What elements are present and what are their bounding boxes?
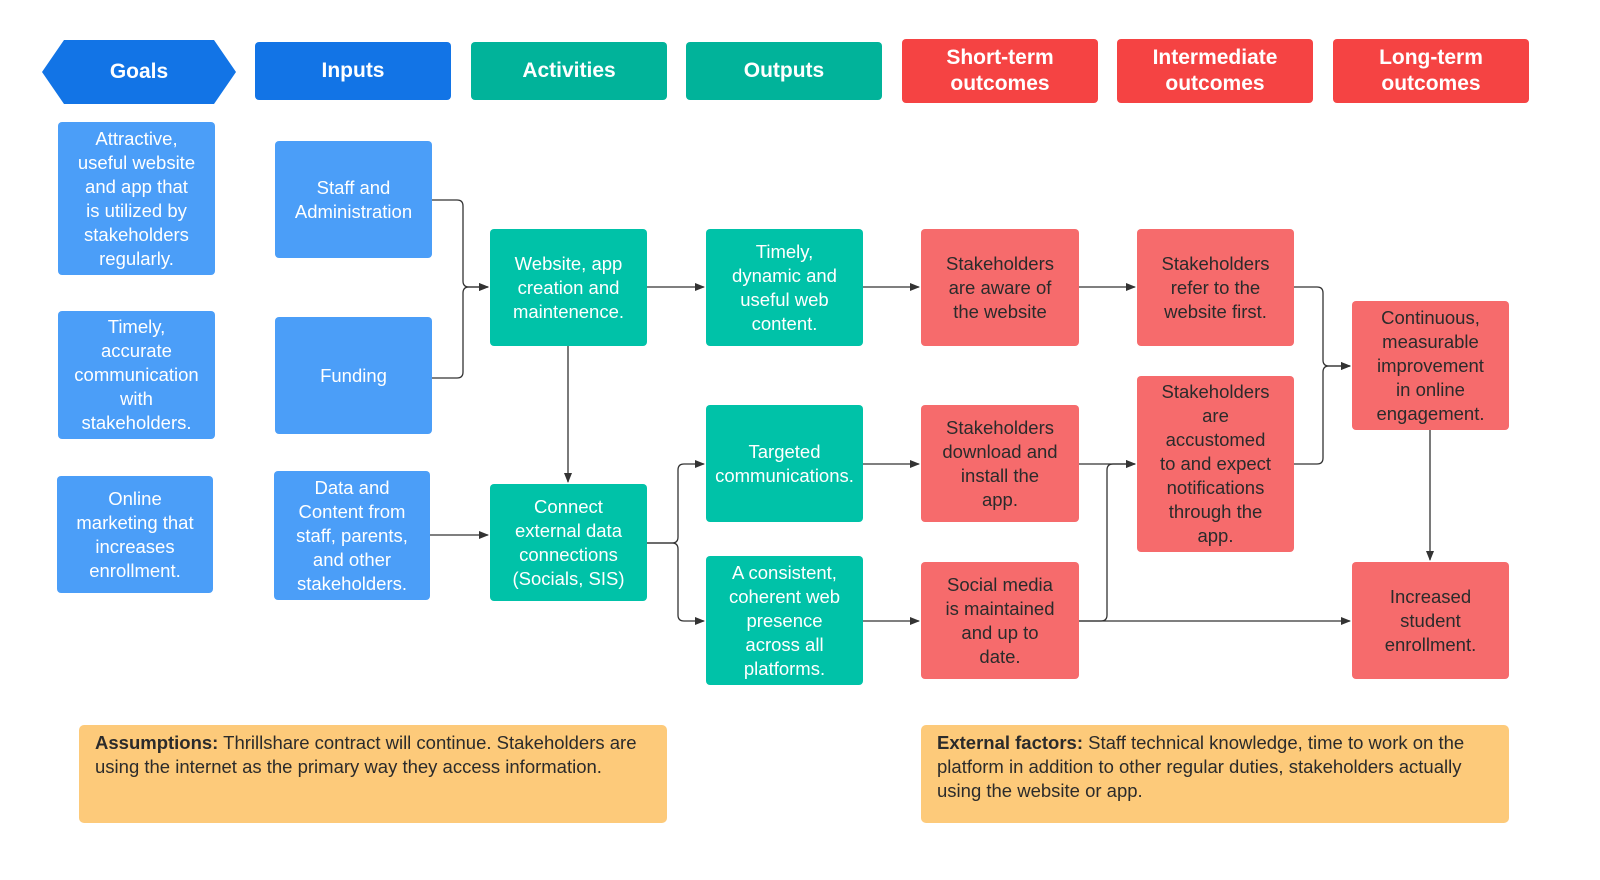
input-data: Data and Content from staff, parents, an… — [274, 471, 430, 600]
long-engagement-text: Continuous, measurable improvement in on… — [1376, 306, 1485, 424]
output-consistent-text: A consistent, coherent web presence acro… — [728, 561, 841, 679]
output-targeted: Targeted communications. — [706, 405, 863, 522]
edge-social-to-accustomed — [1079, 460, 1136, 622]
long-enrollment-text: Increased student enrollment. — [1384, 585, 1477, 655]
header-long-term: Long-term outcomes — [1333, 39, 1529, 103]
activity-website-text: Website, app creation and maintenence. — [512, 252, 625, 322]
header-activities: Activities — [471, 42, 667, 100]
goal-marketing-text: Online marketing that increases enrollme… — [76, 487, 194, 581]
goal-website-app: Attractive, useful website and app that … — [58, 122, 215, 275]
header-short-term: Short-term outcomes — [902, 39, 1098, 103]
header-goals: Goals — [42, 40, 236, 104]
intermediate-refer-text: Stakeholders refer to the website first. — [1161, 252, 1270, 322]
long-engagement: Continuous, measurable improvement in on… — [1352, 301, 1509, 430]
header-long-term-label: Long-term outcomes — [1379, 46, 1483, 95]
edge-funding-to-website — [432, 283, 489, 379]
output-timely: Timely, dynamic and useful web content. — [706, 229, 863, 346]
edge-connect-to-targeted — [647, 460, 705, 544]
external-factors-text: Staff technical knowledge, time to work … — [937, 732, 1465, 801]
header-goals-label: Goals — [109, 60, 169, 83]
short-download: Stakeholders download and install the ap… — [921, 405, 1079, 522]
output-targeted-text: Targeted communications. — [715, 440, 854, 486]
assumptions-label: Assumptions: — [95, 732, 219, 753]
input-staff-text: Staff and Administration — [294, 176, 413, 222]
goal-marketing: Online marketing that increases enrollme… — [57, 476, 213, 593]
short-aware: Stakeholders are aware of the website — [921, 229, 1079, 346]
edge-connect-to-consistent — [647, 542, 705, 625]
assumptions-text: Thrillshare contract will continue. Stak… — [95, 732, 637, 777]
intermediate-accustomed: Stakeholders are accustomed to and expec… — [1137, 376, 1294, 552]
edge-accustomed-to-engagement — [1294, 362, 1351, 465]
header-activities-label: Activities — [522, 59, 616, 82]
header-outputs-label: Outputs — [743, 59, 825, 82]
external-factors-note: External factors: Staff technical knowle… — [921, 725, 1509, 823]
goal-communication-text: Timely, accurate communication with stak… — [74, 316, 199, 433]
edge-refer-to-engagement — [1294, 286, 1351, 370]
short-social-text: Social media is maintained and up to dat… — [945, 573, 1055, 667]
input-staff: Staff and Administration — [275, 141, 432, 258]
short-social: Social media is maintained and up to dat… — [921, 562, 1079, 679]
goal-communication: Timely, accurate communication with stak… — [58, 311, 215, 439]
short-download-text: Stakeholders download and install the ap… — [942, 416, 1058, 510]
edge-staff-to-website — [432, 199, 489, 291]
input-data-text: Data and Content from staff, parents, an… — [296, 476, 408, 594]
activity-website: Website, app creation and maintenence. — [490, 229, 647, 346]
header-outputs: Outputs — [686, 42, 882, 100]
long-enrollment: Increased student enrollment. — [1352, 562, 1509, 679]
header-intermediate-label: Intermediate outcomes — [1152, 46, 1278, 95]
header-inputs-label: Inputs — [321, 59, 385, 82]
input-funding-text: Funding — [320, 364, 387, 386]
output-timely-text: Timely, dynamic and useful web content. — [732, 240, 837, 334]
short-aware-text: Stakeholders are aware of the website — [946, 252, 1054, 322]
goal-website-app-text: Attractive, useful website and app that … — [77, 127, 196, 269]
external-factors-label: External factors: — [937, 732, 1083, 753]
input-funding: Funding — [275, 317, 432, 434]
intermediate-refer: Stakeholders refer to the website first. — [1137, 229, 1294, 346]
intermediate-accustomed-text: Stakeholders are accustomed to and expec… — [1159, 381, 1272, 546]
activity-connect-text: Connect external data connections (Socia… — [512, 495, 625, 589]
header-intermediate: Intermediate outcomes — [1117, 39, 1313, 103]
header-inputs: Inputs — [255, 42, 451, 100]
goals-header-shape — [42, 40, 236, 104]
activity-connect: Connect external data connections (Socia… — [490, 484, 647, 601]
header-short-term-label: Short-term outcomes — [946, 46, 1054, 95]
assumptions-note: Assumptions: Thrillshare contract will c… — [79, 725, 667, 823]
output-consistent: A consistent, coherent web presence acro… — [706, 556, 863, 685]
